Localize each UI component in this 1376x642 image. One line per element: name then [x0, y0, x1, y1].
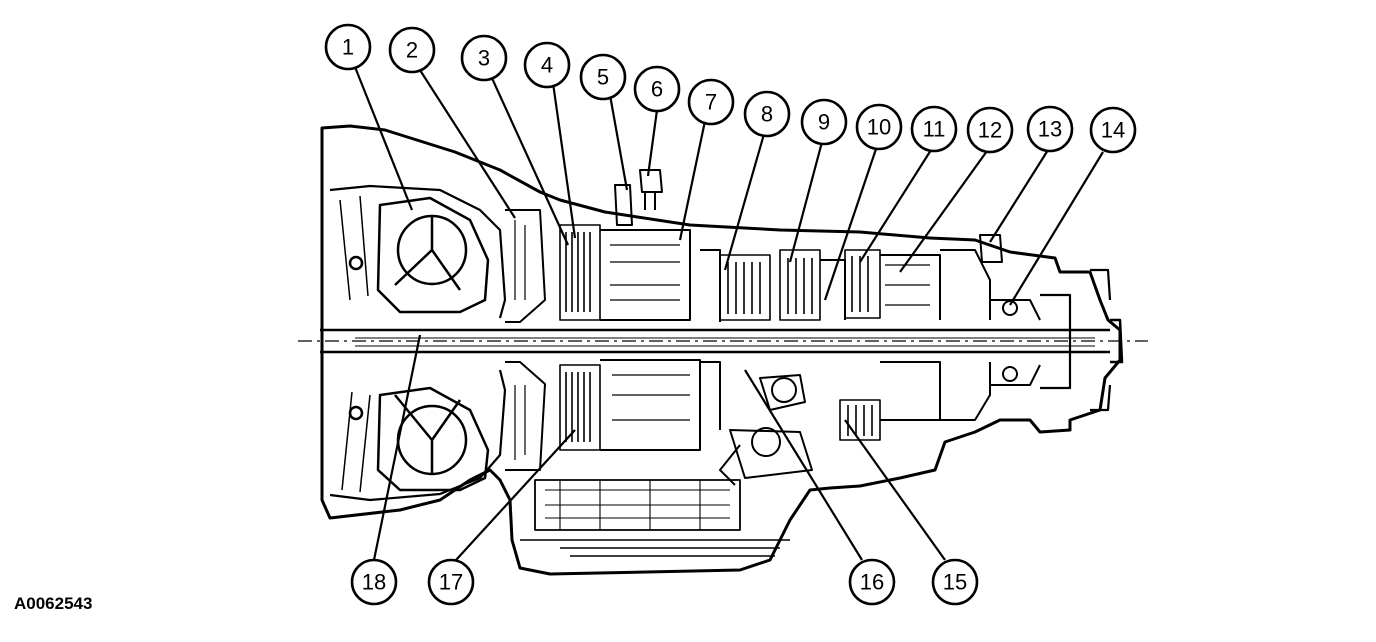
- svg-text:5: 5: [597, 65, 609, 90]
- svg-text:9: 9: [818, 110, 830, 135]
- callout-17: 17: [427, 558, 475, 606]
- svg-text:18: 18: [362, 570, 386, 595]
- callout-18: 18: [350, 558, 398, 606]
- callouts: 1 2 3 4 5 6 7 8 9 10 11 12 13 14 15 16 1…: [324, 23, 1137, 606]
- leader-line-13: [989, 149, 1049, 243]
- callout-12: 12: [966, 106, 1014, 154]
- sensors: [614, 169, 1003, 263]
- svg-text:2: 2: [406, 38, 418, 63]
- valve-body: [520, 479, 790, 557]
- svg-text:4: 4: [541, 53, 553, 78]
- callout-7: 7: [687, 78, 735, 126]
- leader-line-7: [678, 120, 707, 241]
- bell-housing-inner: [339, 195, 371, 493]
- leader-line-5: [608, 94, 629, 191]
- svg-text:13: 13: [1038, 117, 1062, 142]
- callout-14: 14: [1089, 106, 1137, 154]
- callout-9: 9: [800, 98, 848, 146]
- svg-text:14: 14: [1101, 118, 1125, 143]
- transmission-drawing: [298, 124, 1148, 576]
- leader-line-6: [646, 109, 659, 177]
- svg-text:8: 8: [761, 102, 773, 127]
- svg-text:17: 17: [439, 570, 463, 595]
- leader-line-18: [372, 334, 422, 561]
- leader-line-8: [723, 133, 766, 271]
- park-linkage: [719, 374, 813, 486]
- leader-line-12: [899, 150, 988, 273]
- leader-line-1: [353, 66, 414, 211]
- leader-line-11: [859, 149, 932, 263]
- torque-converter: [348, 196, 490, 492]
- output-flange: [1040, 268, 1112, 412]
- callout-4: 4: [523, 41, 571, 89]
- pump-section: [505, 209, 546, 471]
- callout-6: 6: [633, 65, 681, 113]
- bell-housing: [329, 184, 507, 502]
- leader-line-10: [823, 145, 879, 301]
- leader-line-17: [455, 429, 576, 561]
- callout-1: 1: [324, 23, 372, 71]
- callout-15: 15: [931, 558, 979, 606]
- svg-text:10: 10: [867, 115, 891, 140]
- leader-line-3: [489, 75, 570, 246]
- svg-text:12: 12: [978, 118, 1002, 143]
- callout-2: 2: [388, 26, 436, 74]
- callout-11: 11: [910, 105, 958, 153]
- svg-text:6: 6: [651, 77, 663, 102]
- callout-8: 8: [743, 90, 791, 138]
- figure-id: A0062543: [14, 594, 93, 613]
- main-shaft: [320, 318, 1124, 364]
- case-outline: [320, 124, 1122, 576]
- callout-3: 3: [460, 34, 508, 82]
- leader-line-2: [417, 66, 516, 219]
- leader-line-14: [1009, 151, 1104, 306]
- callout-16: 16: [848, 558, 896, 606]
- svg-text:3: 3: [478, 46, 490, 71]
- svg-text:11: 11: [923, 117, 946, 142]
- svg-text:15: 15: [943, 570, 967, 595]
- leader-line-9: [788, 141, 824, 263]
- callout-13: 13: [1026, 105, 1074, 153]
- leader-line-16: [744, 369, 863, 561]
- drum-assemblies: [600, 229, 1041, 451]
- callout-10: 10: [855, 103, 903, 151]
- callout-5: 5: [579, 53, 627, 101]
- leader-lines: [353, 66, 1104, 561]
- leader-line-4: [551, 82, 577, 239]
- svg-text:7: 7: [705, 90, 717, 115]
- svg-text:16: 16: [860, 570, 884, 595]
- svg-text:1: 1: [342, 35, 354, 60]
- leader-line-15: [844, 419, 946, 561]
